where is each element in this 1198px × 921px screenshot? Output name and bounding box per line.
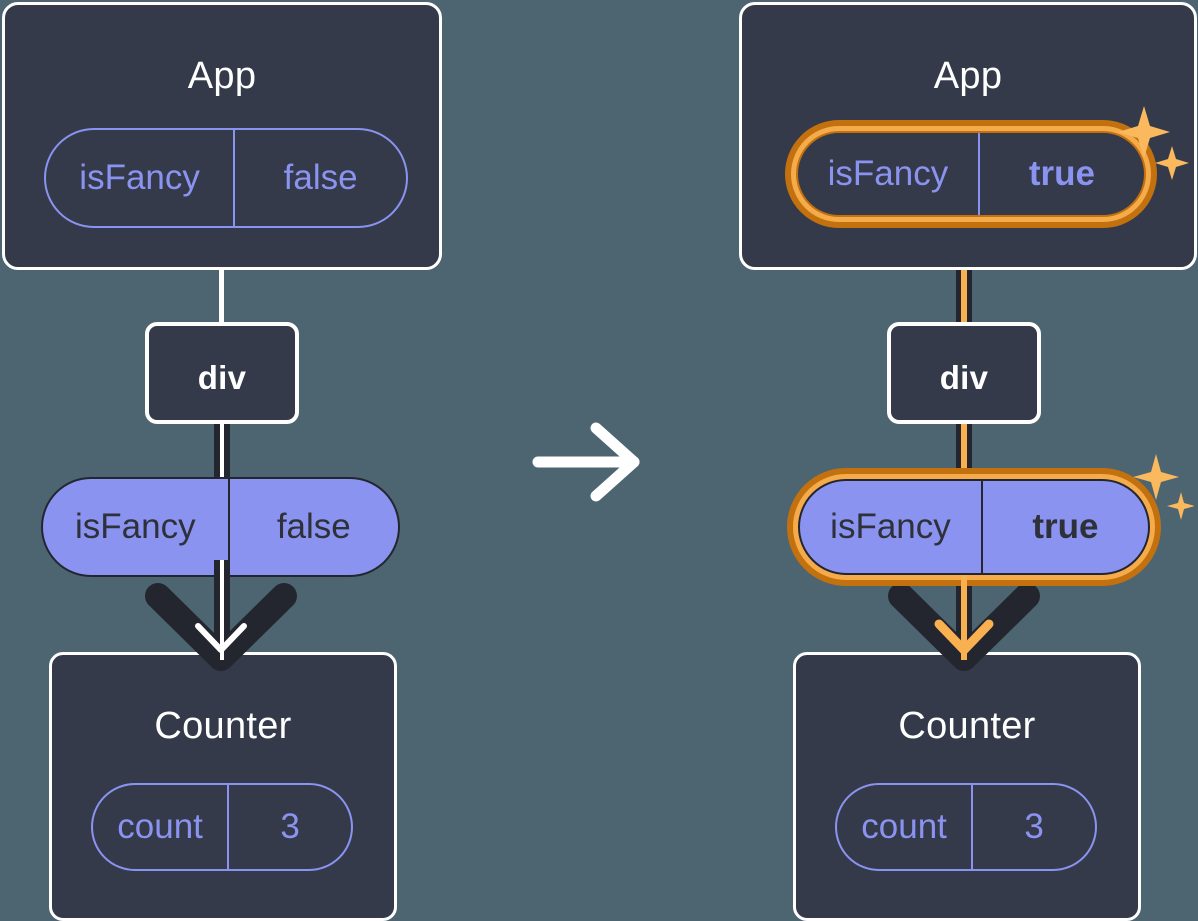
component-title-div: div: [939, 359, 989, 396]
highlight-ring-app-state: [785, 120, 1157, 228]
state-pill-value: false: [233, 130, 406, 226]
component-title-counter: Counter: [898, 705, 1036, 747]
state-pill-value: 3: [971, 785, 1095, 869]
panel-before: App isFancy false div isFancy false Coun…: [2, 2, 442, 921]
component-box-div[interactable]: div: [145, 322, 299, 424]
props-pill-key: isFancy: [75, 507, 196, 546]
component-box-div[interactable]: div: [887, 322, 1041, 424]
component-box-counter[interactable]: Counter count 3: [49, 652, 397, 921]
props-pill-key: isFancy: [830, 507, 951, 546]
component-title-app: App: [187, 55, 257, 97]
state-pill-counter-count[interactable]: count 3: [91, 783, 353, 871]
connector-app-to-div: [219, 268, 224, 324]
component-box-counter[interactable]: Counter count 3: [793, 652, 1141, 921]
transition-right-arrow-icon: [530, 420, 650, 504]
props-pill-isfancy[interactable]: isFancy false: [41, 477, 400, 577]
connector-props-to-counter-core: [220, 560, 224, 660]
connector-div-to-props-core: [961, 420, 967, 484]
component-box-app[interactable]: App isFancy false: [2, 2, 442, 270]
props-pill-value: true: [980, 481, 1148, 573]
state-pill-counter-count[interactable]: count 3: [835, 783, 1097, 871]
props-pill-value: false: [227, 479, 398, 575]
state-pill-key: count: [117, 807, 203, 846]
props-pill-isfancy[interactable]: isFancy true: [798, 479, 1150, 575]
connector-props-to-counter-core: [961, 560, 967, 660]
sparkles-icon-props: [1132, 448, 1194, 526]
connector-div-to-props-core: [220, 420, 224, 484]
sparkles-icon-app: [1118, 98, 1192, 194]
panel-after: App isFancy true div isFancy true: [599, 0, 1198, 921]
state-pill-value: 3: [227, 785, 351, 869]
state-pill-key: count: [861, 807, 947, 846]
state-pill-app-isfancy[interactable]: isFancy true: [796, 131, 1146, 217]
state-pill-key: isFancy: [79, 158, 200, 197]
component-title-div: div: [197, 359, 247, 396]
connector-app-to-div-core: [961, 215, 967, 325]
state-pill-app-isfancy[interactable]: isFancy false: [44, 128, 408, 228]
highlight-ring-props: [787, 468, 1161, 586]
component-title-counter: Counter: [154, 705, 292, 747]
component-title-app: App: [933, 55, 1003, 97]
state-pill-key: isFancy: [827, 154, 949, 193]
state-pill-value: true: [977, 133, 1144, 215]
